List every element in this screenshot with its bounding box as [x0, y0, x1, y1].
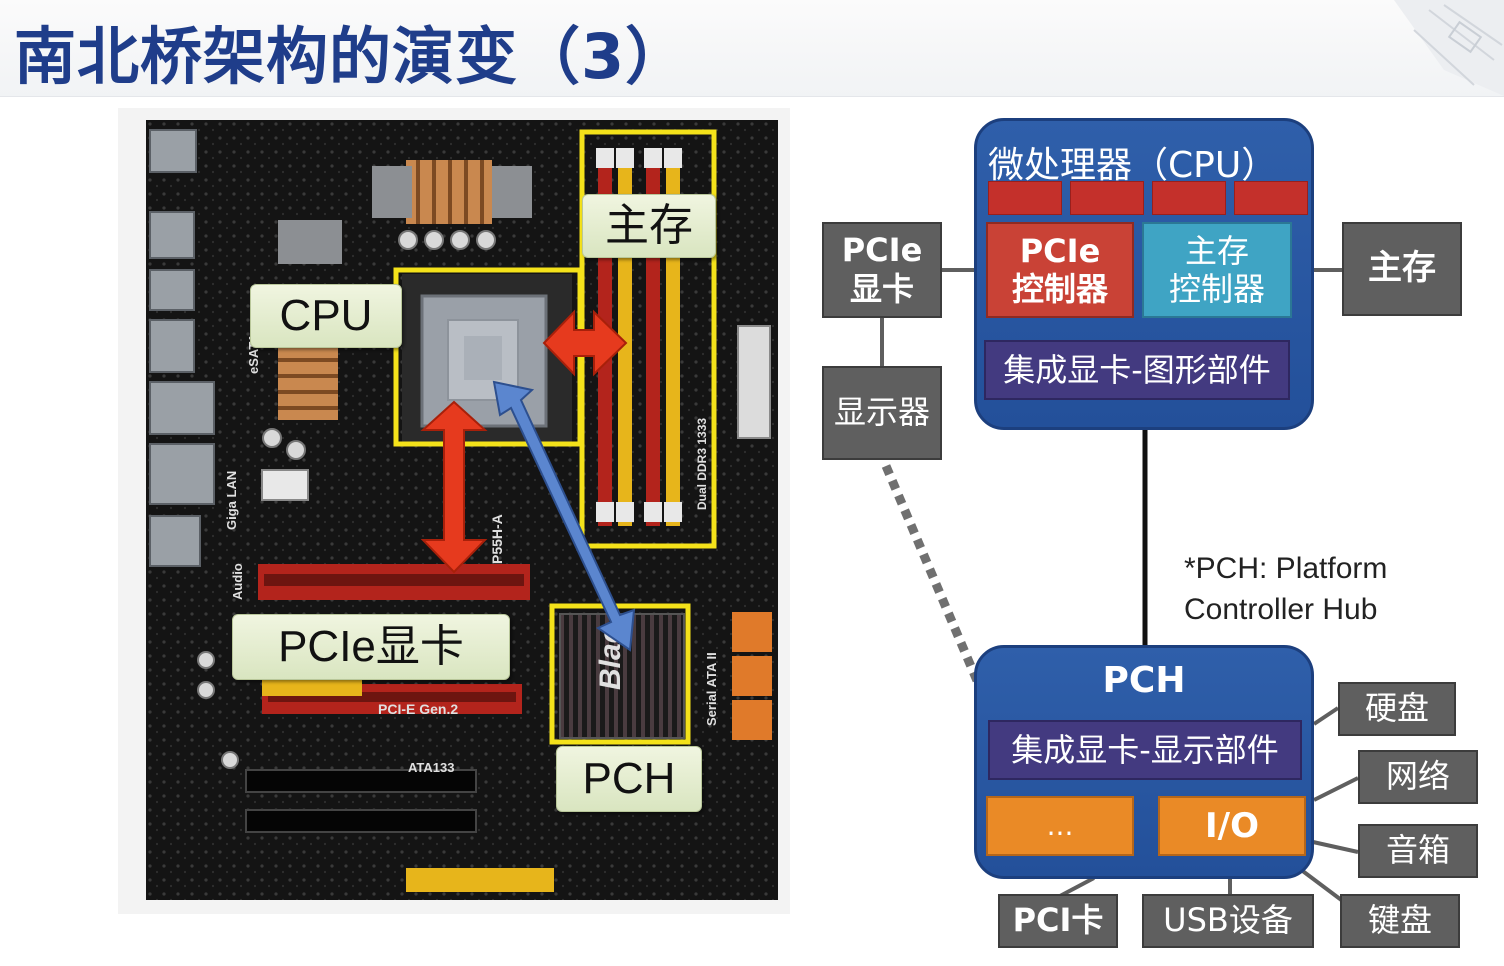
cpu-pch-arrow [492, 380, 636, 652]
pch-other-units: ... [986, 796, 1134, 856]
photo-label-pcie-graphics: PCIe显卡 [232, 614, 510, 680]
hard-disk: 硬盘 [1338, 682, 1456, 736]
cpu-memory-arrow [542, 309, 628, 377]
cpu-pcie-arrow [420, 400, 488, 574]
model-text: P55H-A [489, 514, 505, 564]
audio-text: Audio [230, 563, 245, 600]
ddr-text: Dual DDR3 1333 [695, 418, 709, 510]
sata-text: Serial ATA II [704, 652, 719, 726]
pcie-controller: PCIe 控制器 [986, 222, 1134, 318]
cpu-title: 微处理器（CPU） [988, 145, 1278, 186]
photo-label-pch: PCH [556, 746, 702, 812]
slide-title: 南北桥架构的演变（3） [14, 20, 689, 93]
photo-label-cpu: CPU [250, 284, 402, 348]
monitor: 显示器 [822, 366, 942, 460]
photo-label-memory: 主存 [582, 194, 716, 258]
usb-devices: USB设备 [1142, 894, 1314, 948]
pch-highlight-box [549, 603, 691, 745]
pch-footnote: *PCH: Platform Controller Hub [1184, 552, 1388, 627]
integrated-gpu-graphics: 集成显卡-图形部件 [984, 340, 1290, 400]
main-memory: 主存 [1342, 222, 1462, 316]
memory-controller: 主存 控制器 [1142, 222, 1292, 318]
integrated-gpu-display: 集成显卡-显示部件 [988, 720, 1302, 780]
cpu-core-4 [1234, 181, 1308, 215]
corner-decoration [1394, 0, 1504, 96]
pcie-graphics-card: PCIe 显卡 [822, 222, 942, 318]
pch-title: PCH [1102, 660, 1186, 701]
cpu-core-1 [988, 181, 1062, 215]
pci-card: PCI卡 [998, 894, 1118, 948]
keyboard: 键盘 [1340, 894, 1460, 948]
lan-text: Giga LAN [224, 471, 239, 530]
ata-text: ATA133 [408, 760, 454, 775]
cpu-core-3 [1152, 181, 1226, 215]
network: 网络 [1358, 750, 1478, 804]
cpu-core-2 [1070, 181, 1144, 215]
pch-io-unit: I/O [1158, 796, 1306, 856]
pcie-gen-text: PCI-E Gen.2 [378, 701, 458, 717]
speaker: 音箱 [1358, 824, 1478, 878]
title-bar: 南北桥架构的演变（3） [0, 0, 1504, 97]
